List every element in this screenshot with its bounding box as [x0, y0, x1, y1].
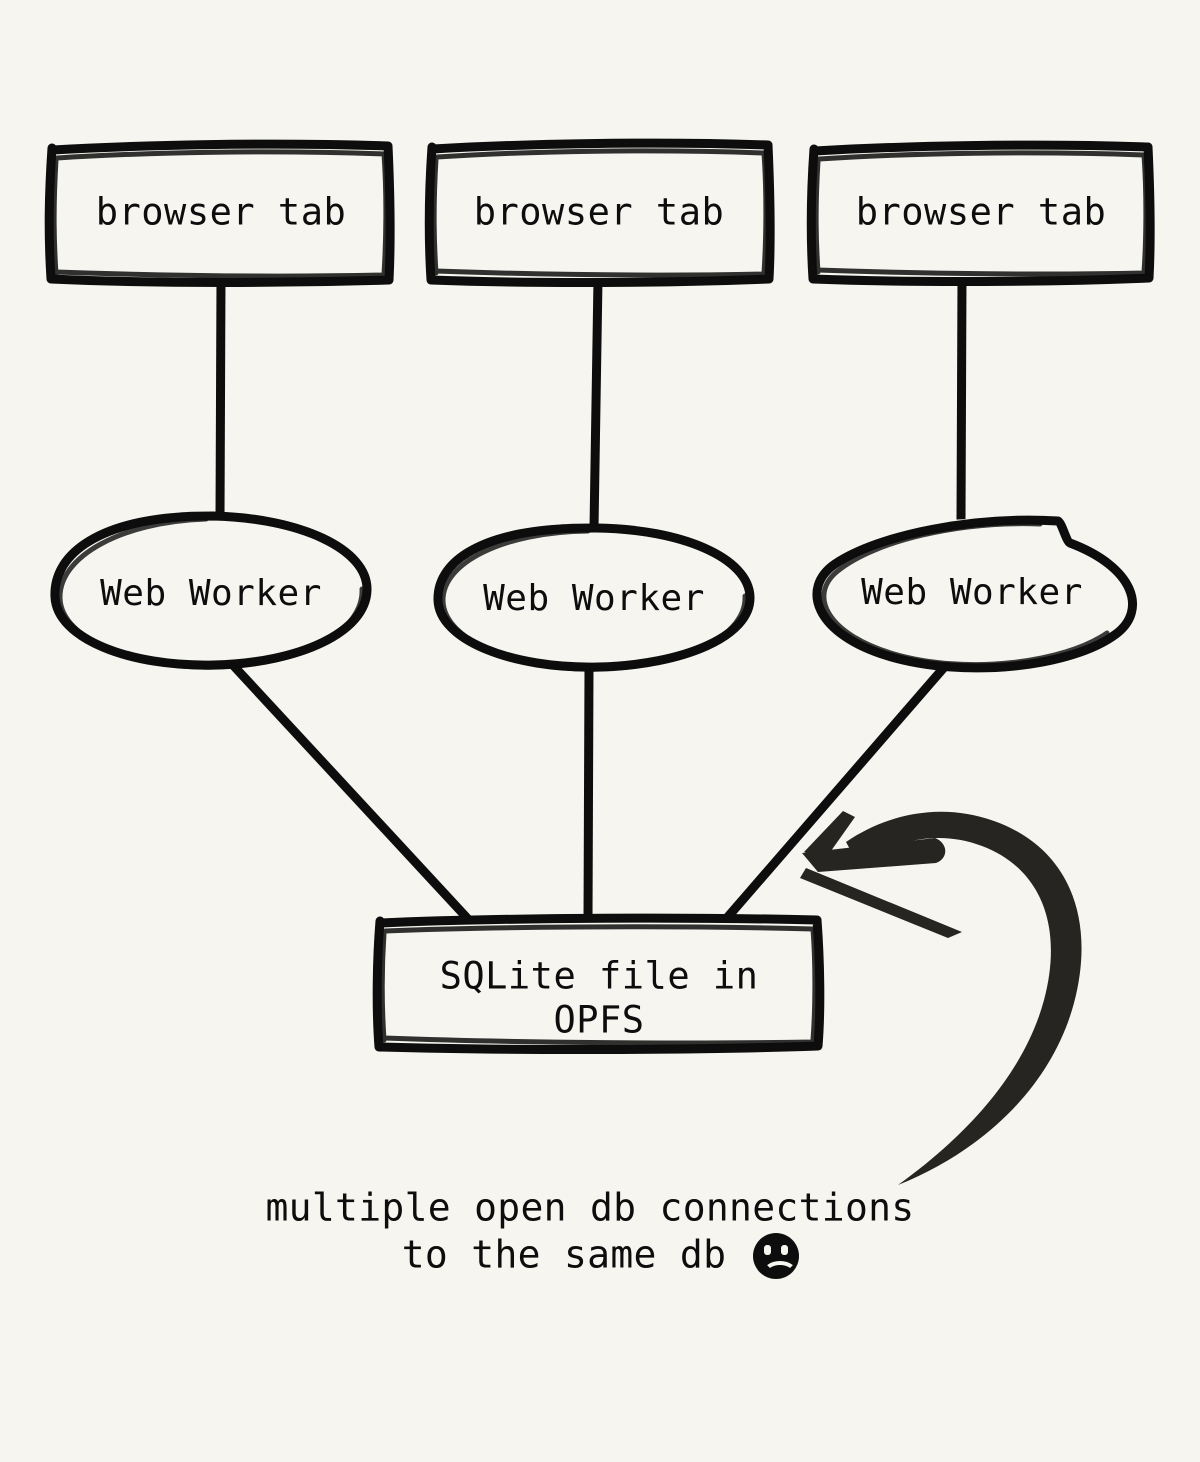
caption-line-2: to the same db: [402, 1233, 727, 1277]
edge-group-tab-to-worker: [215, 276, 967, 529]
frowning-face-icon: [753, 1233, 799, 1279]
tab-2-border-sketch: [431, 148, 769, 278]
worker-1-border-sketch: [57, 516, 365, 670]
tab-2-fill: [430, 143, 770, 281]
sqlite-border: [372, 913, 825, 1055]
emoji-frown-mouth: [763, 1261, 797, 1285]
edge-group-worker-to-storage: [227, 659, 951, 923]
browser-tab-3[interactable]: browser tab: [806, 140, 1155, 287]
worker-3-fill: [813, 518, 1130, 666]
worker-1-label: Web Worker: [100, 573, 322, 614]
web-worker-1[interactable]: Web Worker: [50, 511, 372, 670]
web-worker-2[interactable]: Web Worker: [433, 523, 755, 672]
tab-1-border: [44, 139, 395, 287]
sqlite-border-sketch: [379, 924, 818, 1046]
edge-tab1-worker1: [215, 277, 226, 519]
sqlite-fill: [378, 918, 820, 1048]
edge-tab3-worker3: [956, 276, 967, 521]
worker-3-label: Web Worker: [861, 572, 1083, 613]
worker-3-border-sketch: [821, 521, 1110, 667]
annotation-caption: multiple open db connections to the same…: [266, 1186, 915, 1277]
sqlite-label-line-1: SQLite file in: [440, 955, 759, 998]
tab-1-border-sketch: [51, 149, 389, 279]
tab-3-fill: [812, 144, 1150, 280]
caption-line-1: multiple open db connections: [266, 1186, 915, 1230]
sqlite-opfs-box[interactable]: SQLite file in OPFS: [372, 913, 825, 1055]
edge-tab2-worker2: [589, 278, 603, 529]
worker-1-fill: [53, 515, 368, 667]
worker-2-border-sketch: [440, 528, 748, 672]
emoji-eye-left: [764, 1245, 771, 1255]
tab-3-label: browser tab: [856, 191, 1107, 234]
worker-2-fill: [436, 528, 752, 669]
edge-worker3-sqlite: [722, 661, 951, 922]
sqlite-label-line-2: OPFS: [553, 999, 644, 1042]
tab-2-border: [424, 138, 775, 288]
curved-arrow-head-barb-lower: [800, 868, 962, 938]
edge-worker2-sqlite: [583, 666, 594, 920]
tab-1-label: browser tab: [96, 191, 347, 234]
curved-arrow-body: [846, 811, 1082, 1185]
tab-2-label: browser tab: [474, 191, 725, 234]
browser-tab-2[interactable]: browser tab: [424, 138, 775, 288]
worker-3-border: [812, 515, 1137, 673]
emoji-eye-right: [781, 1245, 788, 1255]
browser-tab-1[interactable]: browser tab: [44, 139, 395, 287]
worker-2-label: Web Worker: [483, 578, 705, 619]
curved-arrow-head-barb-upper: [804, 811, 855, 858]
tab-3-border: [806, 140, 1155, 287]
web-worker-3[interactable]: Web Worker: [812, 515, 1137, 673]
curved-arrow-head: [802, 838, 946, 872]
tab-1-fill: [50, 144, 390, 281]
edge-worker1-sqlite: [227, 659, 472, 923]
annotation-curved-arrow: [800, 811, 1082, 1185]
tab-3-border-sketch: [813, 150, 1149, 277]
